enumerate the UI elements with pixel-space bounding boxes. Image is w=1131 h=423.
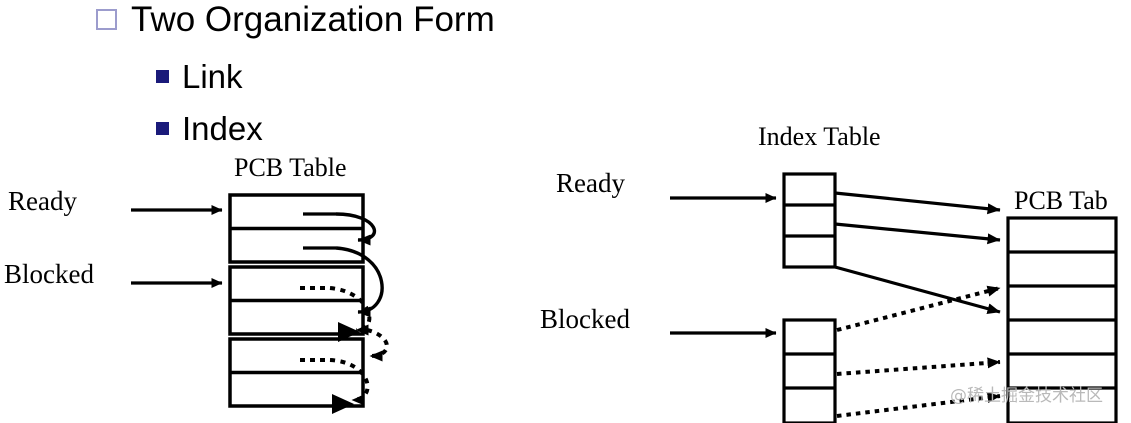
right-pcb-table-title: PCB Tab xyxy=(1014,186,1108,215)
left-dotted-stubs xyxy=(300,286,330,362)
right-ready-label: Ready xyxy=(556,168,625,198)
index-table-title: Index Table xyxy=(758,122,881,151)
left-entry-arrows xyxy=(131,205,223,288)
ready-index-table xyxy=(782,172,837,269)
bullet-item-level1: Two Organization Form xyxy=(96,2,495,37)
left-blocked-label: Blocked xyxy=(4,259,94,289)
bullet-level1-label: Two Organization Form xyxy=(131,0,495,39)
bullet-link-label: Link xyxy=(182,58,243,95)
blocked-index-table xyxy=(782,318,837,423)
right-solid-pointer-arrows xyxy=(834,191,1001,315)
right-blocked-label: Blocked xyxy=(540,304,630,334)
hollow-square-bullet-icon xyxy=(96,9,117,30)
left-pointer-stubs xyxy=(303,212,336,250)
right-pcb-table xyxy=(1006,216,1118,423)
watermark-text: @稀土掘金技术社区 xyxy=(950,386,1103,406)
left-ready-label: Ready xyxy=(8,186,77,216)
right-dotted-pointer-arrows xyxy=(836,285,1001,418)
right-entry-arrows xyxy=(670,193,777,338)
filled-square-bullet-icon xyxy=(156,122,169,135)
bullet-item-index: Index xyxy=(156,112,263,145)
left-chain-terminal-heads xyxy=(332,322,360,414)
left-pcb-table-title: PCB Table xyxy=(234,153,347,182)
left-pcb-table xyxy=(228,193,365,408)
bullet-item-link: Link xyxy=(156,60,243,93)
bullet-index-label: Index xyxy=(182,110,263,147)
left-dotted-link-arrows xyxy=(329,286,389,406)
filled-square-bullet-icon xyxy=(156,70,169,83)
